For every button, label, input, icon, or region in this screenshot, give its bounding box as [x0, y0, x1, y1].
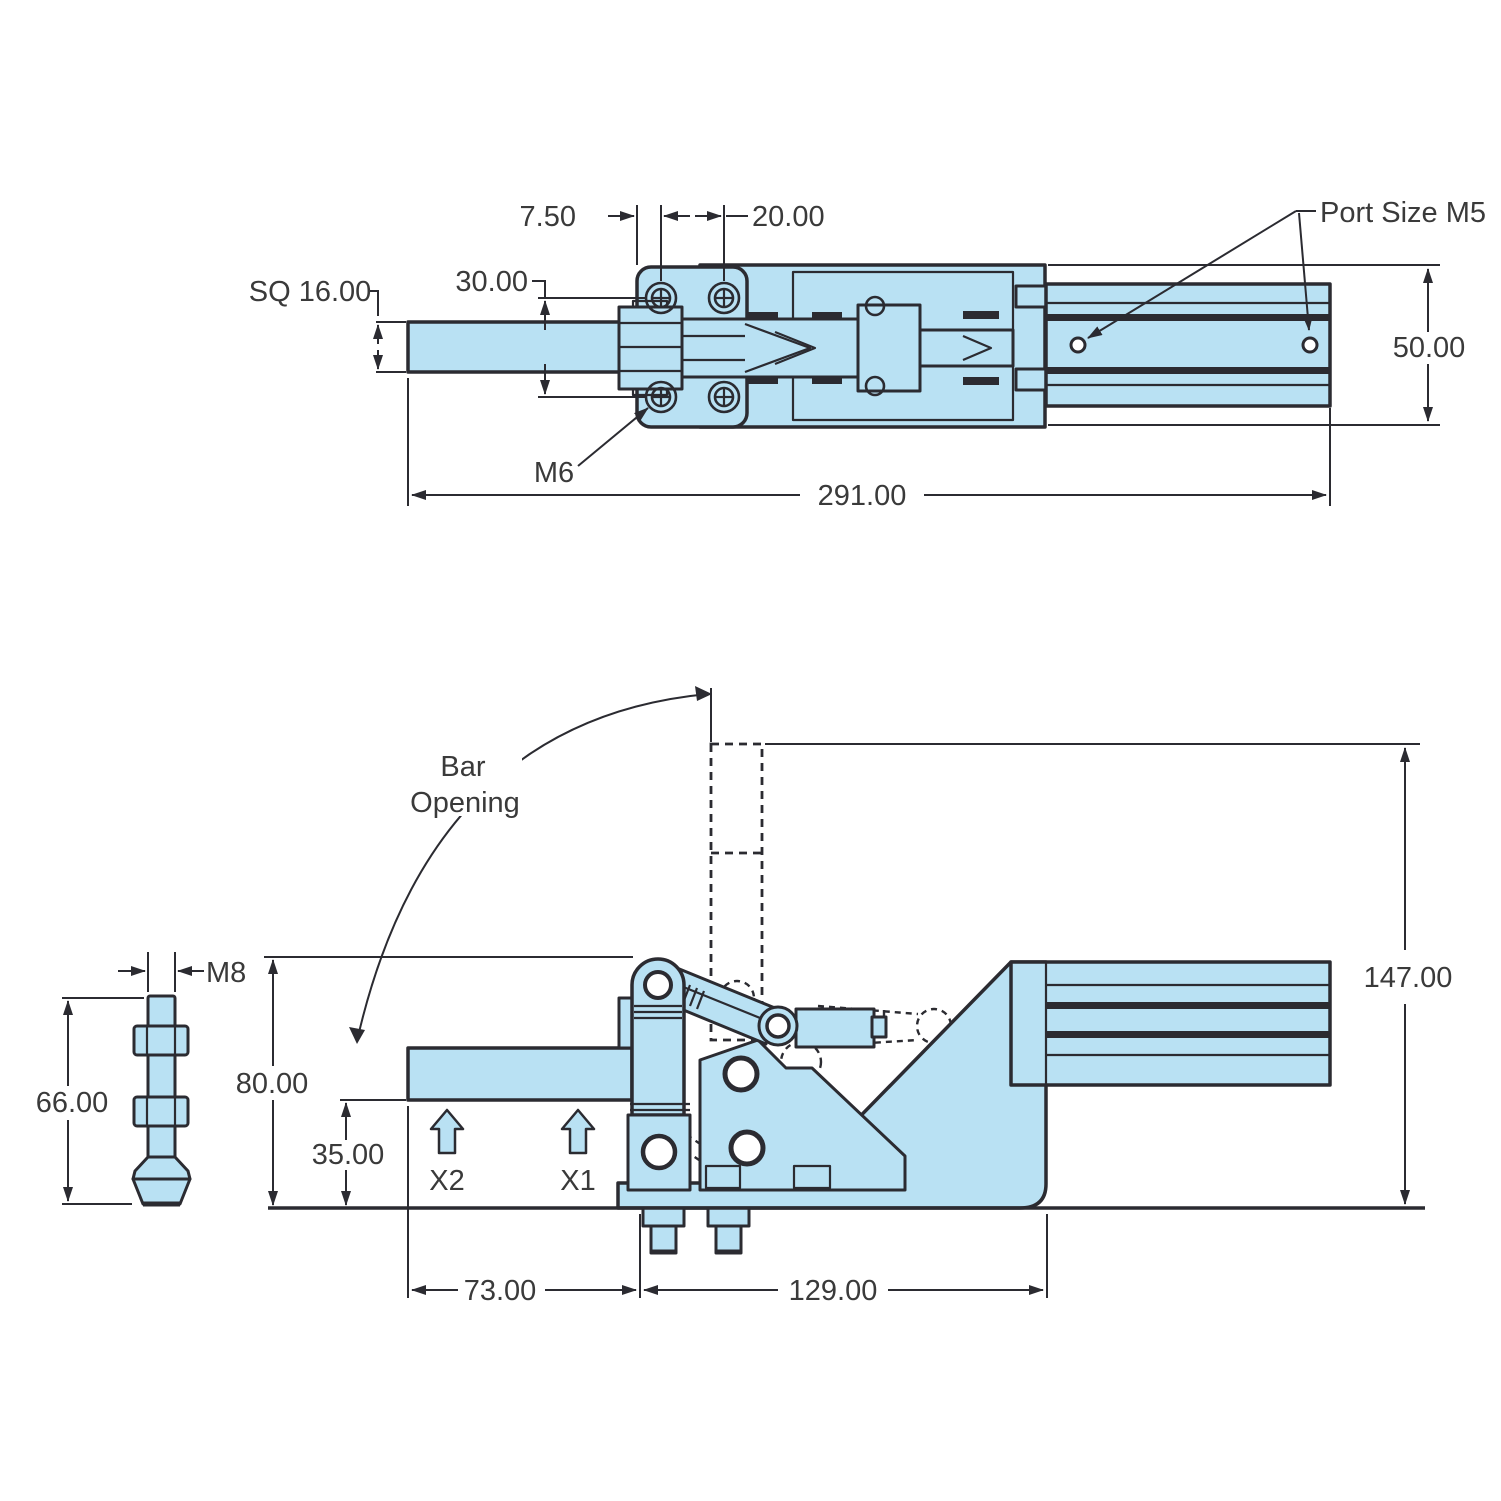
top-clip-1 [1014, 284, 1048, 309]
dim-label-73-00: 73.00 [464, 1275, 537, 1307]
top-piston-rod [918, 328, 1015, 368]
top-clamp-bar [406, 320, 624, 374]
bar-opening-text-bg [412, 748, 522, 816]
sensor-label-x2: X2 [429, 1165, 464, 1197]
port-size-label: Port Size M5 [1320, 197, 1486, 229]
top-dowel-hole-2 [864, 375, 886, 397]
sensor-label-x1: X1 [560, 1165, 595, 1197]
top-dowel-hole-1 [864, 295, 886, 317]
side-mounting-bracket [698, 1038, 907, 1192]
top-guide-pads [748, 311, 999, 385]
side-knuckle [757, 1005, 799, 1047]
top-clip-2 [1014, 367, 1048, 392]
dim-label-30-00: 30.00 [455, 266, 528, 298]
dim-label-66-00: 66.00 [36, 1087, 109, 1119]
dim-label-291-00: 291.00 [818, 480, 907, 512]
sensor-arrow-x2 [429, 1108, 465, 1155]
top-bar-nut-stack [617, 299, 684, 397]
dim-label-sq-16: SQ 16.00 [249, 276, 372, 308]
top-slider-block [856, 303, 922, 393]
thread-label-m6: M6 [534, 457, 574, 489]
dim-label-80-00: 80.00 [236, 1068, 309, 1100]
port-hole-2 [1301, 336, 1319, 354]
top-rod-clevis [680, 317, 876, 379]
spindle-detail [131, 994, 192, 1207]
dim-label-50-00: 50.00 [1393, 332, 1466, 364]
bar-opening-label-2: Opening [410, 787, 520, 819]
top-cylinder [1044, 282, 1332, 408]
side-clamp-bar [406, 1046, 634, 1102]
dim-label-147-00: 147.00 [1364, 962, 1453, 994]
port-hole-1 [1069, 336, 1087, 354]
side-clamp-arm [626, 957, 692, 1192]
dim-label-129-00: 129.00 [789, 1275, 878, 1307]
dim-label-35-00: 35.00 [312, 1139, 385, 1171]
side-bar-clamp-plate [617, 996, 634, 1050]
dim-label-7-50: 7.50 [520, 201, 576, 233]
thread-label-m8: M8 [206, 957, 246, 989]
side-view: X2 X1 Bar Opening M8 66.00 80.00 [36, 686, 1453, 1307]
bar-opening-label-1: Bar [440, 751, 485, 783]
side-foundation-bolts [641, 1206, 751, 1255]
sensor-arrow-x1 [560, 1108, 596, 1155]
side-cylinder [1009, 960, 1332, 1087]
top-view: 7.50 20.00 30.00 SQ 16.00 M6 Port Size M… [249, 197, 1486, 512]
side-rod-end [794, 1007, 888, 1049]
dim-label-20-00: 20.00 [752, 201, 825, 233]
